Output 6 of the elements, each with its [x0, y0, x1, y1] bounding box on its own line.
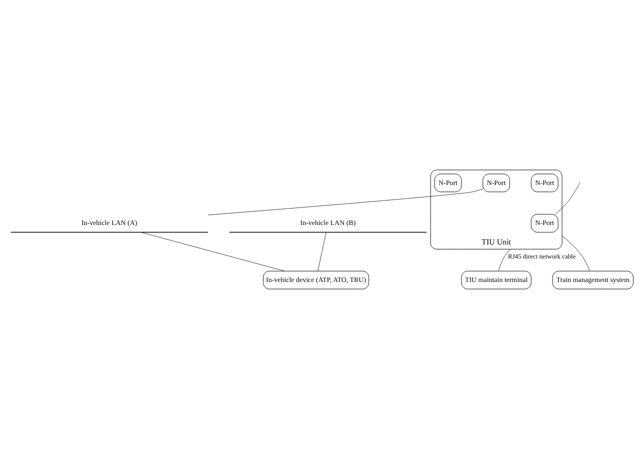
connector: [140, 231, 285, 271]
connector: [318, 231, 326, 271]
connector: [498, 248, 510, 271]
connector: [562, 235, 590, 271]
connector: [555, 182, 580, 214]
connector: [208, 188, 484, 215]
